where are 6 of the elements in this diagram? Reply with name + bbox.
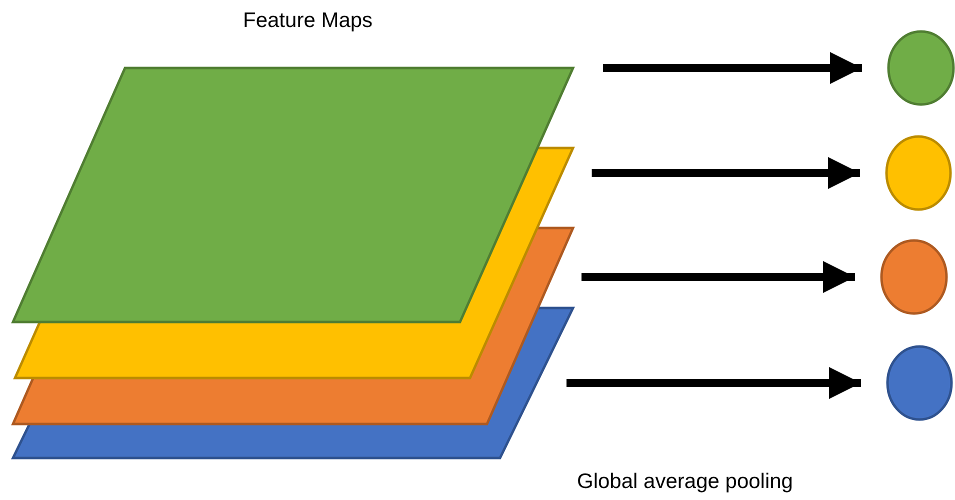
arrow <box>582 261 855 293</box>
arrow <box>592 157 860 189</box>
arrow <box>603 52 862 84</box>
arrow <box>566 367 861 399</box>
caption-text: Global average pooling <box>577 470 793 494</box>
diagram-title: Feature Maps <box>243 9 373 33</box>
